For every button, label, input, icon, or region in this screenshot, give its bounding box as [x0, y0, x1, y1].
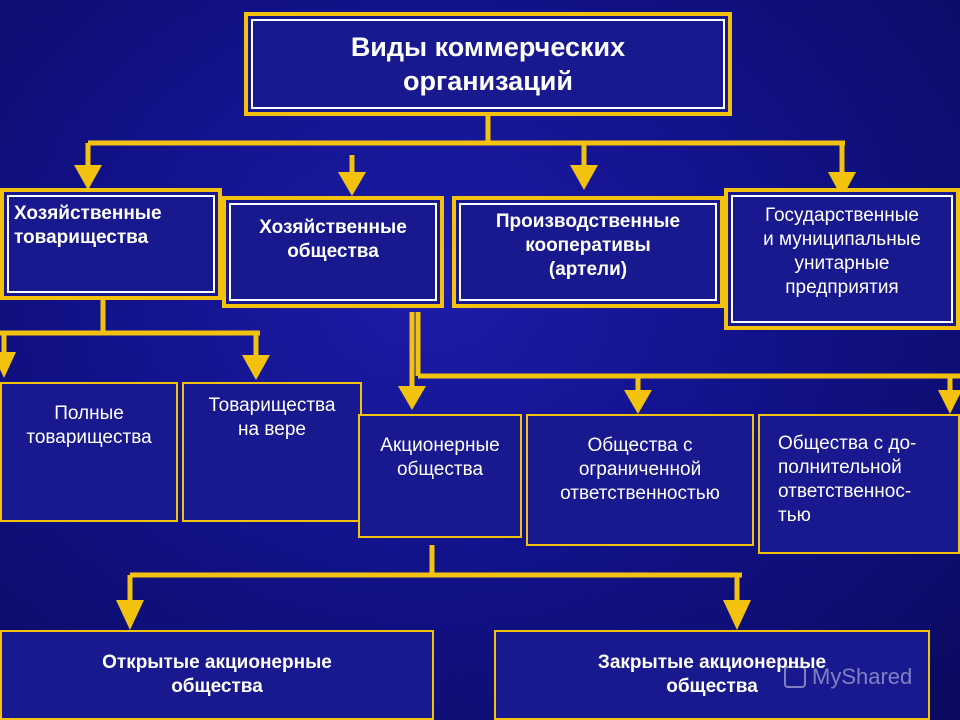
box-companies: Хозяйственные общества [222, 196, 444, 308]
box-open-joint-stock: Открытые акционерные общества [0, 630, 434, 720]
label-joint-stock: Акционерные общества [380, 435, 500, 480]
arrow-to-cooperatives [570, 165, 598, 190]
watermark: MyShared [784, 662, 954, 692]
box-unitary: Государственные и муниципальные унитарны… [724, 188, 960, 330]
watermark-text: MyShared [812, 664, 913, 689]
label-alc: Общества с до- полнительной ответственно… [778, 433, 917, 526]
arrow-to-alc [938, 390, 960, 414]
box-llc: Общества с ограниченной ответственностью [526, 414, 754, 546]
arrowheads [0, 165, 960, 630]
arrow-to-unitary [828, 172, 856, 198]
box-cooperatives: Производственные кооперативы (артели) [452, 196, 724, 308]
label-llc: Общества с ограниченной ответственностью [560, 435, 720, 504]
label-cooperatives: Производственные кооперативы (артели) [495, 211, 681, 280]
box-limited-partnerships: Товарищества на вере [182, 382, 362, 522]
label-companies: Хозяйственные общества [259, 217, 407, 262]
watermark-icon [784, 666, 806, 688]
box-partnerships: Хозяйственные товарищества [0, 188, 222, 300]
label-full-partnerships: Полные товарищества [26, 403, 152, 448]
box-alc: Общества с до- полнительной ответственно… [758, 414, 960, 554]
label-partnerships: Хозяйственные товарищества [14, 203, 162, 248]
arrow-to-llc [624, 390, 652, 414]
label-limited-partnerships: Товарищества на вере [208, 395, 336, 440]
page-title: Виды коммерческих организаций [350, 32, 626, 96]
title-box: Виды коммерческих организаций [244, 12, 732, 116]
arrow-to-partnerships [74, 165, 102, 190]
arrow-to-companies [338, 172, 366, 196]
arrow-to-limited-partnership [242, 355, 270, 380]
arrow-to-open [116, 600, 144, 630]
arrow-to-joint-stock [398, 386, 426, 410]
label-closed-joint-stock: Закрытые акционерные общества [597, 652, 827, 697]
box-full-partnerships: Полные товарищества [0, 382, 178, 522]
label-unitary: Государственные и муниципальные унитарны… [763, 205, 921, 298]
label-open-joint-stock: Открытые акционерные общества [102, 652, 332, 697]
box-joint-stock: Акционерные общества [358, 414, 522, 538]
arrow-to-closed [723, 600, 751, 630]
box-closed-joint-stock: Закрытые акционерные общества [494, 630, 930, 720]
arrow-to-full [0, 352, 16, 378]
